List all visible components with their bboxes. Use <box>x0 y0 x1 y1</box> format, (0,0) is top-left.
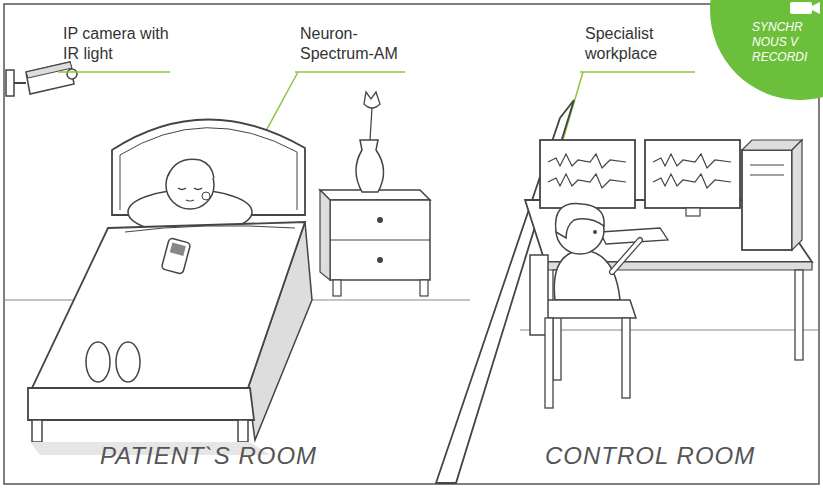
badge-text: SYNCHR NOUS V RECORDI <box>752 20 812 65</box>
callout-label: Specialist workplace <box>585 24 695 64</box>
room-label: CONTROL ROOM <box>545 442 755 470</box>
callout-label: IP camera with IR light <box>63 24 173 64</box>
room-label: PATIENT`S ROOM <box>100 442 317 470</box>
callout-label: Neuron- Spectrum-AM <box>300 24 410 64</box>
